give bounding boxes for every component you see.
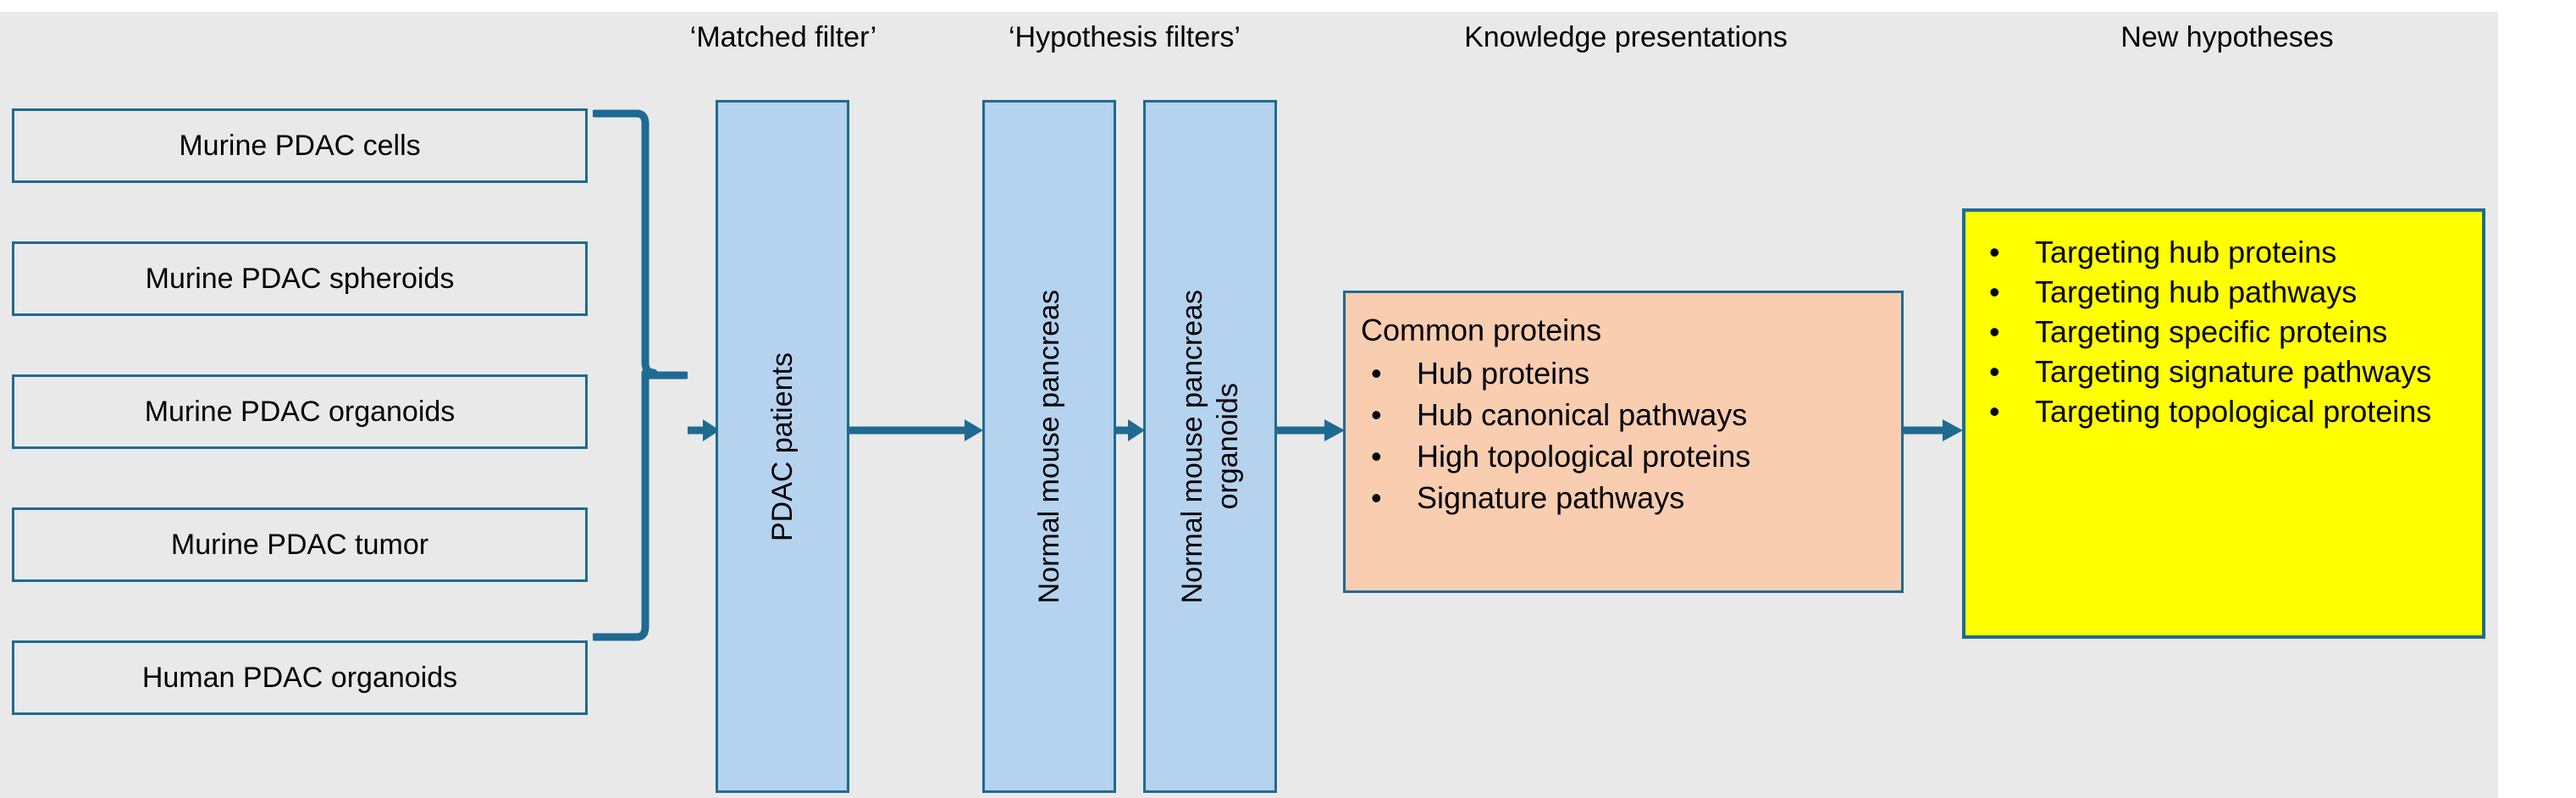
bullet-icon: • <box>1989 274 2000 309</box>
hypotheses-item-label: Targeting specific proteins <box>2035 314 2388 349</box>
source-box-murine-pdac-tumor[interactable]: Murine PDAC tumor <box>12 507 588 582</box>
knowledge-list-item: • Hub proteins <box>1361 352 1886 394</box>
hypotheses-item-label: Targeting hub proteins <box>2035 235 2337 269</box>
new-hypotheses-box[interactable]: • Targeting hub proteins • Targeting hub… <box>1962 208 2485 639</box>
arrow-knowledge-to-hypotheses <box>1904 413 1965 447</box>
arrow-brace-to-matched-filter <box>688 413 721 447</box>
filter-label-normal-mouse-pancreas-organoids: Normal mouse pancreas organoids <box>1176 289 1244 604</box>
bullet-icon: • <box>1989 354 2000 389</box>
knowledge-list-item: • High topological proteins <box>1361 435 1886 477</box>
knowledge-list-item: • Hub canonical pathways <box>1361 394 1886 435</box>
hypotheses-list-item: • Targeting specific proteins <box>1977 312 2470 352</box>
knowledge-item-label: Signature pathways <box>1417 480 1685 515</box>
filter-box-normal-mouse-pancreas[interactable]: Normal mouse pancreas <box>982 100 1116 793</box>
bullet-icon: • <box>1989 314 2000 349</box>
filter-box-normal-mouse-pancreas-organoids[interactable]: Normal mouse pancreas organoids <box>1143 100 1277 793</box>
knowledge-list-item: • Signature pathways <box>1361 477 1886 518</box>
column-label-matched-filter: ‘Matched filter’ <box>689 21 877 53</box>
hypotheses-list-item: • Targeting signature pathways <box>1977 352 2470 391</box>
column-label-new-hypotheses: New hypotheses <box>2120 21 2334 53</box>
source-box-human-pdac-organoids[interactable]: Human PDAC organoids <box>12 640 588 715</box>
filter-label-normal-mouse-pancreas: Normal mouse pancreas <box>1033 289 1065 604</box>
knowledge-item-label: Hub proteins <box>1417 356 1590 391</box>
filter-box-pdac-patients[interactable]: PDAC patients <box>716 100 849 793</box>
bullet-icon: • <box>1989 235 2000 269</box>
brace-connector <box>593 108 688 642</box>
source-box-murine-pdac-cells[interactable]: Murine PDAC cells <box>12 108 588 183</box>
bullet-icon: • <box>1371 397 1382 432</box>
arrow-hypothesis1-to-hypothesis2 <box>1116 413 1147 447</box>
bullet-icon: • <box>1371 480 1382 515</box>
column-label-hypothesis-filters: ‘Hypothesis filters’ <box>1009 21 1241 53</box>
column-label-knowledge-presentations: Knowledge presentations <box>1464 21 1788 53</box>
knowledge-item-label: Hub canonical pathways <box>1417 397 1748 432</box>
hypotheses-item-label: Targeting topological proteins <box>2035 394 2432 429</box>
hypotheses-item-label: Targeting signature pathways <box>2035 354 2432 389</box>
hypotheses-list-item: • Targeting topological proteins <box>1977 391 2470 431</box>
knowledge-presentations-box[interactable]: Common proteins • Hub proteins • Hub can… <box>1343 291 1904 593</box>
hypotheses-item-label: Targeting hub pathways <box>2035 274 2358 309</box>
knowledge-item-label: High topological proteins <box>1417 439 1751 474</box>
filter-label-pdac-patients: PDAC patients <box>766 352 799 541</box>
knowledge-list: • Hub proteins • Hub canonical pathways … <box>1361 352 1886 518</box>
bullet-icon: • <box>1371 356 1382 391</box>
source-box-murine-pdac-spheroids[interactable]: Murine PDAC spheroids <box>12 241 588 316</box>
arrow-matched-to-hypothesis <box>849 413 985 447</box>
source-box-murine-pdac-organoids[interactable]: Murine PDAC organoids <box>12 374 588 449</box>
hypotheses-list: • Targeting hub proteins • Targeting hub… <box>1977 232 2470 431</box>
hypotheses-list-item: • Targeting hub proteins <box>1977 232 2470 272</box>
bullet-icon: • <box>1989 394 2000 429</box>
hypotheses-list-item: • Targeting hub pathways <box>1977 272 2470 312</box>
arrow-hypothesis2-to-knowledge <box>1277 413 1346 447</box>
knowledge-title: Common proteins <box>1361 313 1602 347</box>
bullet-icon: • <box>1371 439 1382 474</box>
